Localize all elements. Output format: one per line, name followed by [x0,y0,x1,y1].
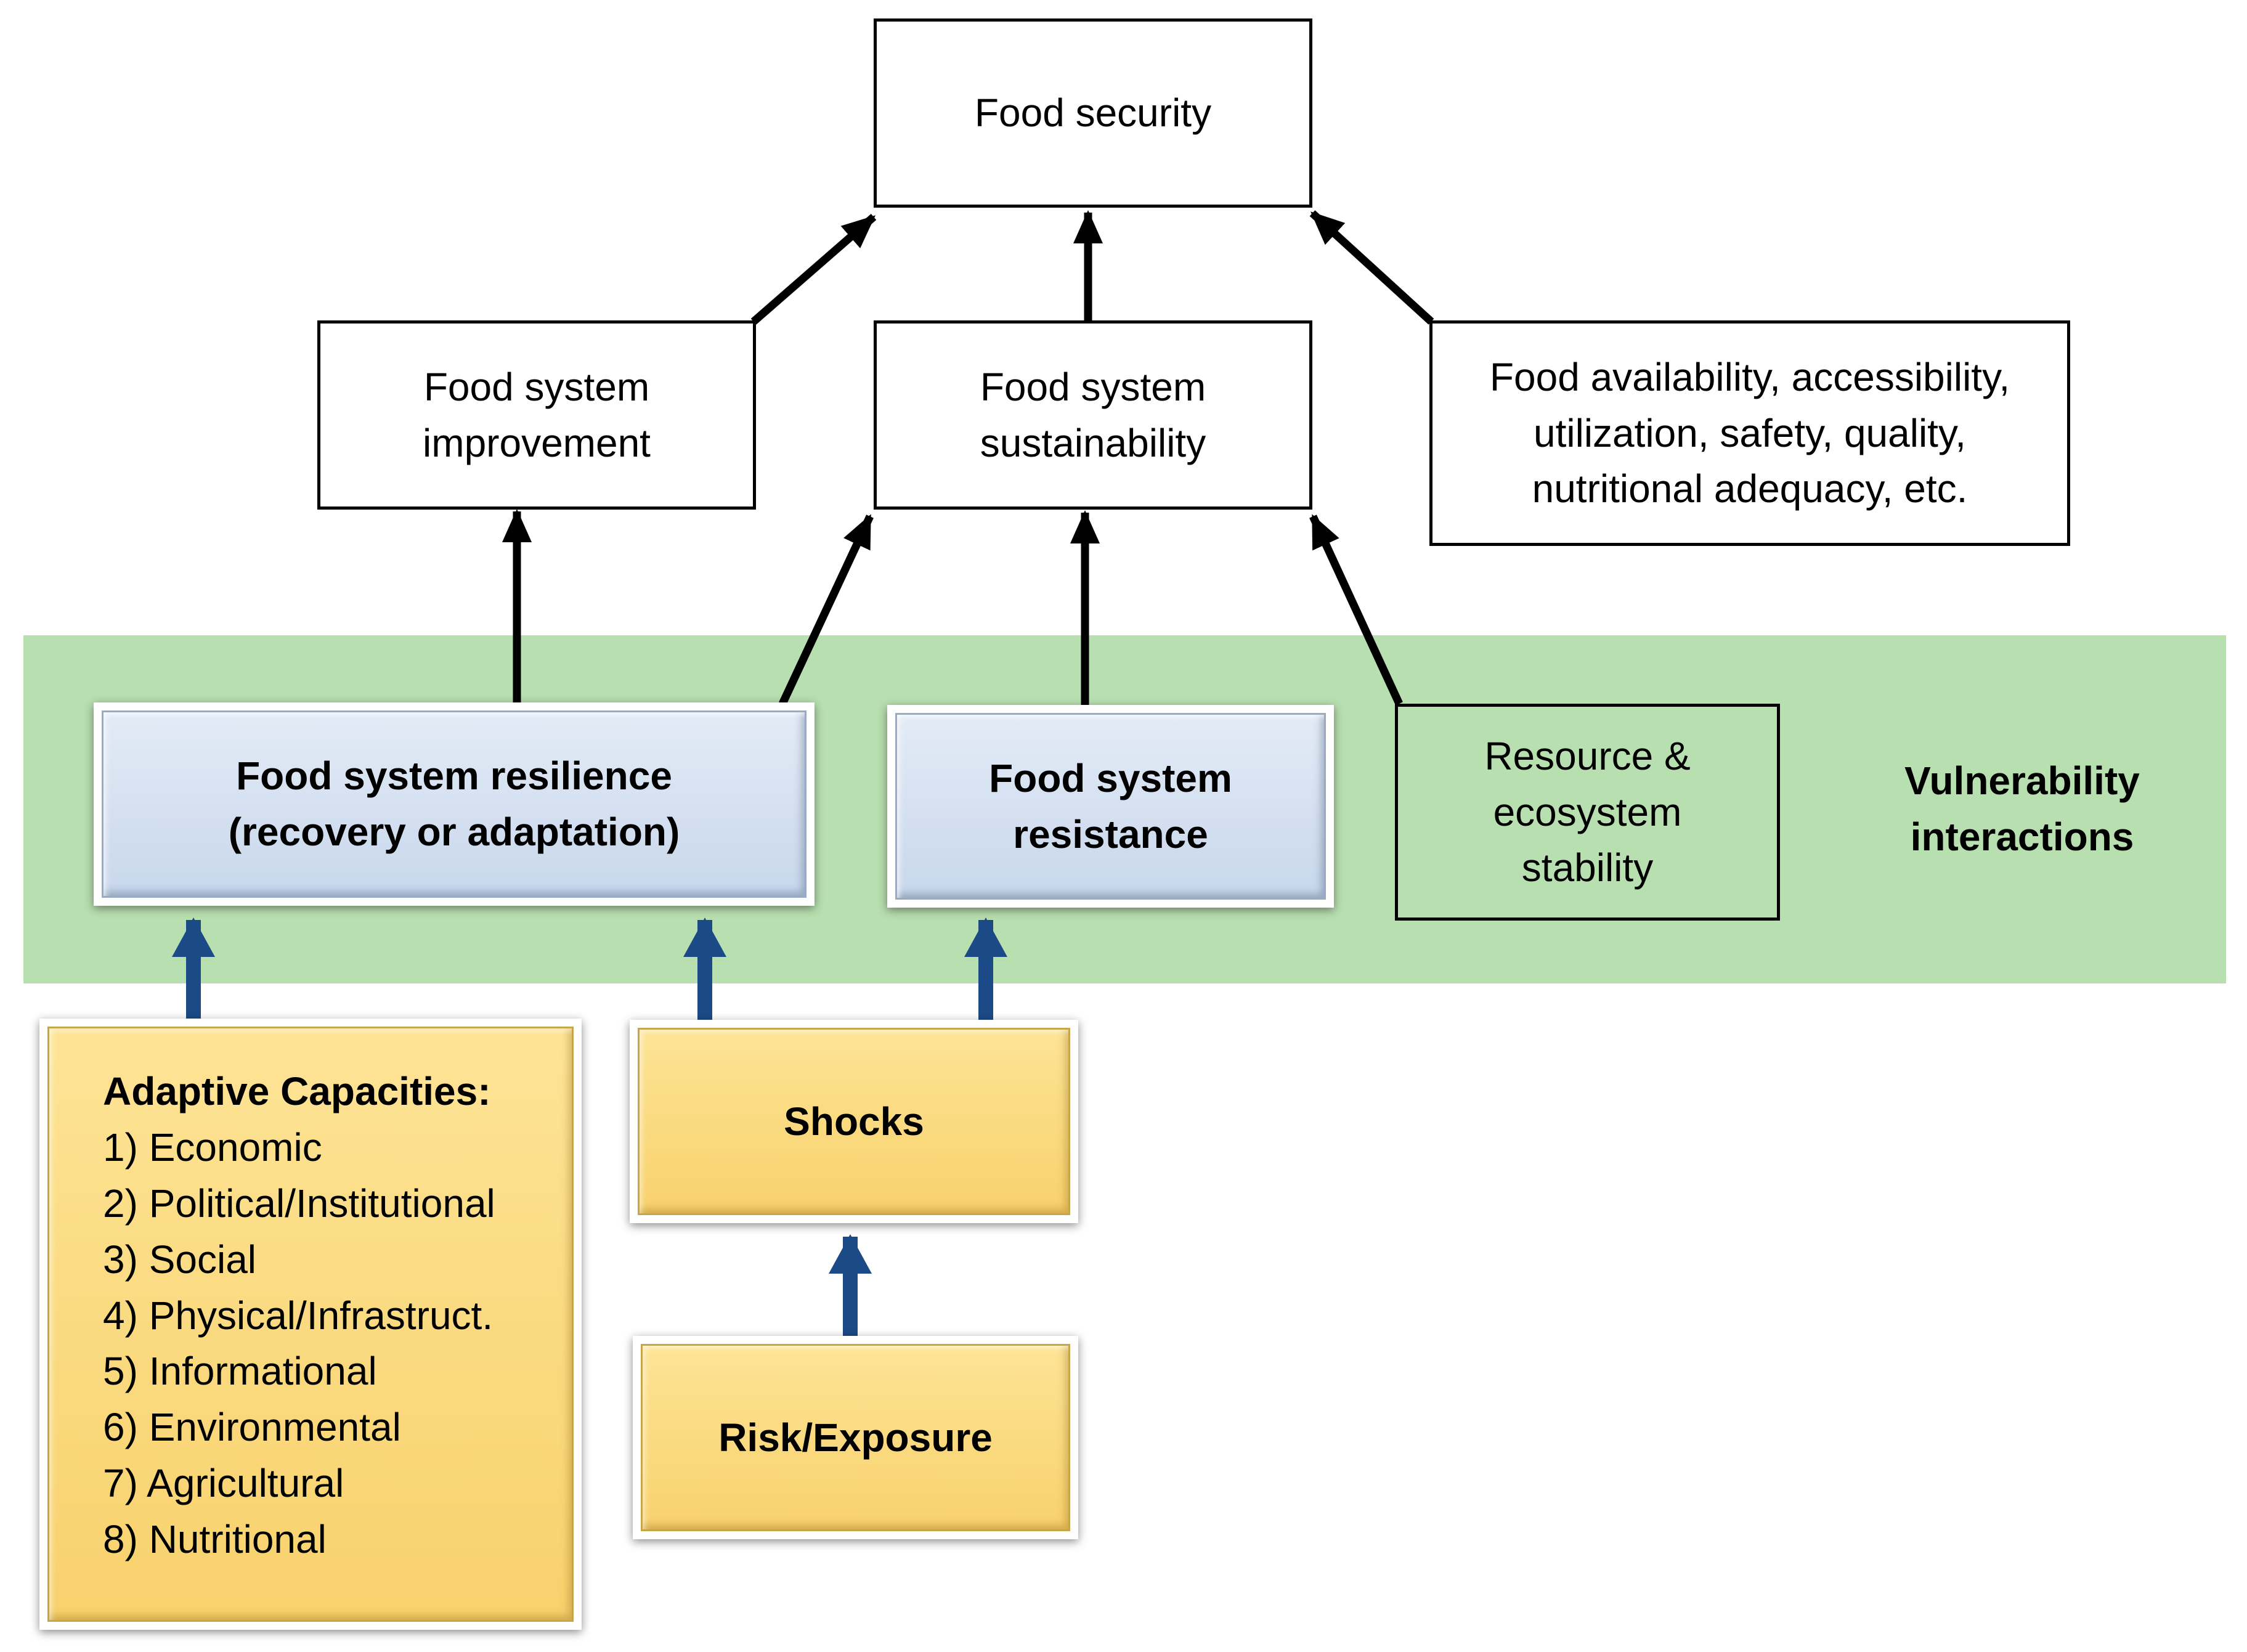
food-security-box: Food security [874,18,1312,208]
resource-ecosystem-stability-box: Resource & ecosystem stability [1395,704,1780,921]
vulnerability-interactions-label: Vulnerability interactions [1904,759,2140,859]
list-item: 5) Informational [103,1349,377,1394]
food-system-improvement-box: Food system improvement [317,320,756,510]
list-item: 7) Agricultural [103,1461,344,1506]
risk-exposure-label: Risk/Exposure [718,1415,993,1460]
list-item: 1) Economic [103,1125,322,1170]
food-dimensions-box: Food availability, accessibility, utiliz… [1429,320,2070,546]
shocks-box: Shocks [630,1020,1078,1223]
food-system-sustainability-label: Food system sustainability [980,364,1206,465]
list-item: 8) Nutritional [103,1517,327,1561]
food-system-resistance-box: Food system resistance [887,705,1334,908]
food-system-resilience-label: Food system resilience (recovery or adap… [228,754,680,854]
food-system-resilience-box: Food system resilience (recovery or adap… [94,702,815,906]
risk-exposure-box: Risk/Exposure [633,1336,1078,1539]
list-item: 3) Social [103,1237,256,1282]
adaptive-capacities-list: 1) Economic 2) Political/Institutional 3… [103,1120,495,1568]
food-system-sustainability-box: Food system sustainability [874,320,1312,510]
food-dimensions-label: Food availability, accessibility, utiliz… [1489,354,2010,511]
shocks-label: Shocks [784,1099,924,1144]
food-system-resistance-label: Food system resistance [989,755,1232,857]
list-item: 2) Political/Institutional [103,1181,495,1226]
adaptive-capacities-box: Adaptive Capacities: 1) Economic 2) Poli… [39,1019,582,1630]
arrow-dimensions-to-security [1309,210,1434,325]
resource-ecosystem-stability-label: Resource & ecosystem stability [1484,733,1691,890]
list-item: 4) Physical/Infrastruct. [103,1293,494,1338]
adaptive-capacities-title: Adaptive Capacities: [103,1069,491,1113]
food-system-improvement-label: Food system improvement [423,364,651,465]
list-item: 6) Environmental [103,1405,401,1450]
food-security-label: Food security [974,91,1212,136]
arrow-improvement-to-security [750,214,877,325]
